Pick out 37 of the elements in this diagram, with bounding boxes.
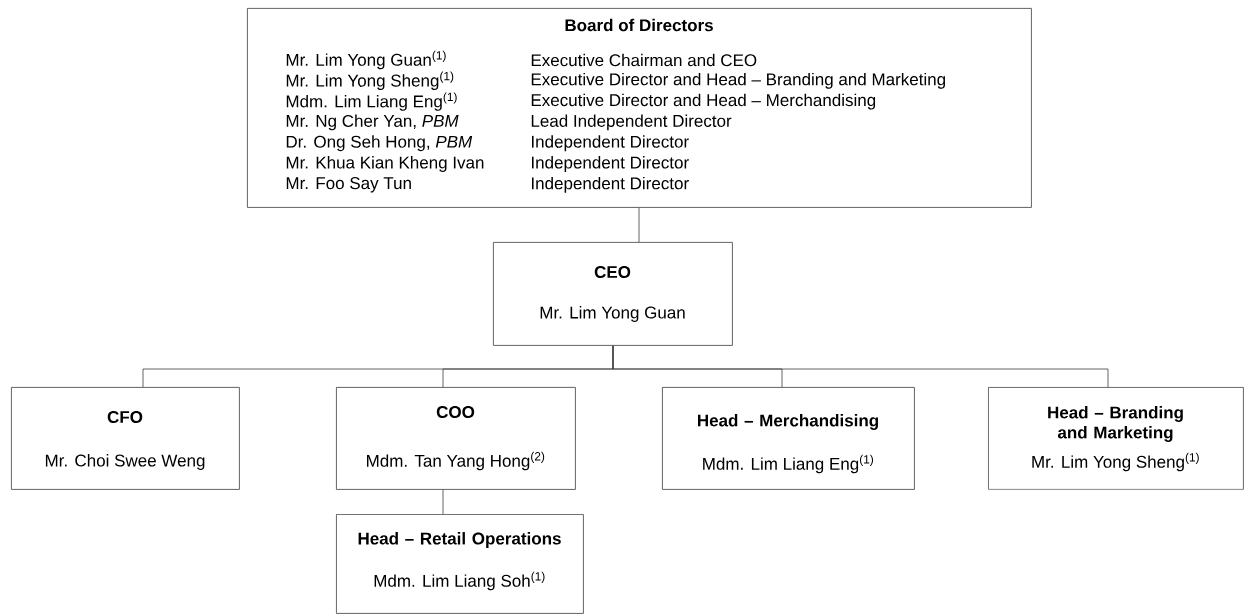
org-box xyxy=(493,242,733,346)
org-box xyxy=(336,514,584,614)
person-name: Mdm. Lim Liang Eng$^{(1)}$ xyxy=(286,92,457,111)
person-name: Dr. Ong Seh Hong, PBM xyxy=(286,135,473,152)
org-box xyxy=(11,387,240,490)
person-name: Mdm. Lim Liang Eng$^{(1)}$ xyxy=(703,454,874,474)
org-box xyxy=(662,387,915,490)
connector-line xyxy=(638,207,640,243)
org-box xyxy=(988,387,1244,490)
role-text: Lead Independent Director xyxy=(531,114,732,131)
box-heading: CFO xyxy=(107,411,143,424)
person-name: Mr. Foo Say Tun xyxy=(286,177,411,193)
person-name: Mdm. Lim Liang Soh$^{(1)}$ xyxy=(374,571,545,591)
box-heading: Head – Retail Operations xyxy=(358,532,561,548)
person-name: Mr. Khua Kian Kheng Ivan xyxy=(286,156,484,172)
box-heading: Board of Directors xyxy=(565,18,713,32)
role-text: Executive Director and Head – Merchandising xyxy=(531,93,876,110)
role-text: Independent Director xyxy=(532,176,689,193)
org-box xyxy=(247,8,1032,208)
person-name: Mr. Lim Yong Guan xyxy=(540,306,685,322)
box-heading: CEO xyxy=(594,266,631,279)
connector-line xyxy=(442,489,444,515)
person-name: Mr. Ng Cher Yan, PBM xyxy=(286,114,459,131)
box-heading: Head – Merchandising xyxy=(698,414,878,430)
connector-line xyxy=(612,345,1109,388)
box-heading: COO xyxy=(436,406,475,419)
person-name: Mr. Lim Yong Sheng$^{(1)}$ xyxy=(286,71,454,90)
person-name: Mr. Lim Yong Sheng$^{(1)}$ xyxy=(1032,452,1199,472)
person-name: Mr. Choi Swee Weng xyxy=(45,454,205,470)
role-text: Independent Director xyxy=(532,135,689,152)
role-text: Executive Chairman and CEO xyxy=(531,53,757,67)
role-text: Independent Director xyxy=(532,156,689,172)
org-box xyxy=(336,387,576,490)
person-name: Mr. Lim Yong Guan$^{(1)}$ xyxy=(286,50,446,70)
box-heading: Head – Branding and Marketing xyxy=(1048,406,1183,442)
role-text: Executive Director and Head – Branding and Marketing xyxy=(531,72,945,89)
person-name: Mdm. Tan Yang Hong$^{(2)}$ xyxy=(367,451,545,471)
